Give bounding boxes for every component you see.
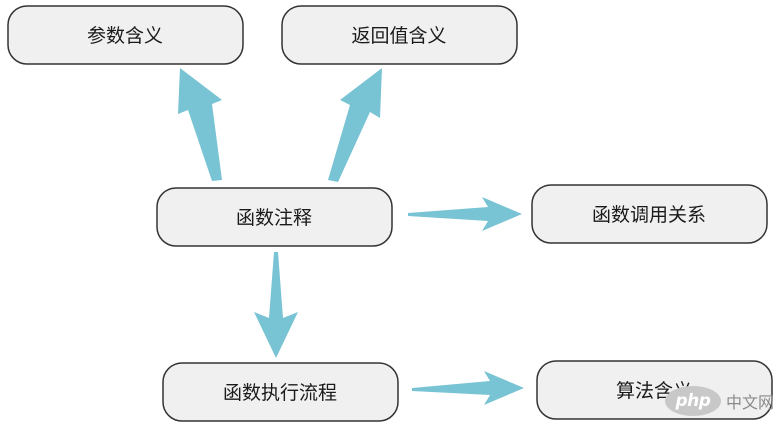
node-call-relation-label: 函数调用关系 (592, 204, 706, 226)
arrow-comment-to-param (178, 68, 222, 181)
watermark: php 中文网 (664, 384, 774, 418)
arrow-exec-to-algo (412, 371, 524, 405)
arrow-comment-to-exec (254, 252, 298, 358)
node-func-comment: 函数注释 (156, 187, 393, 247)
php-logo-icon: php (664, 386, 721, 416)
arrow-comment-to-return (328, 68, 382, 182)
node-exec-flow-label: 函数执行流程 (223, 382, 337, 404)
node-param-meaning: 参数含义 (7, 5, 244, 65)
node-return-meaning: 返回值含义 (281, 5, 518, 65)
arrow-comment-to-call (408, 197, 522, 231)
node-param-meaning-label: 参数含义 (87, 25, 163, 47)
node-exec-flow: 函数执行流程 (162, 362, 399, 422)
node-func-comment-label: 函数注释 (236, 207, 312, 229)
watermark-text: 中文网 (725, 393, 774, 412)
node-return-meaning-label: 返回值含义 (351, 25, 446, 47)
node-call-relation: 函数调用关系 (531, 184, 768, 244)
